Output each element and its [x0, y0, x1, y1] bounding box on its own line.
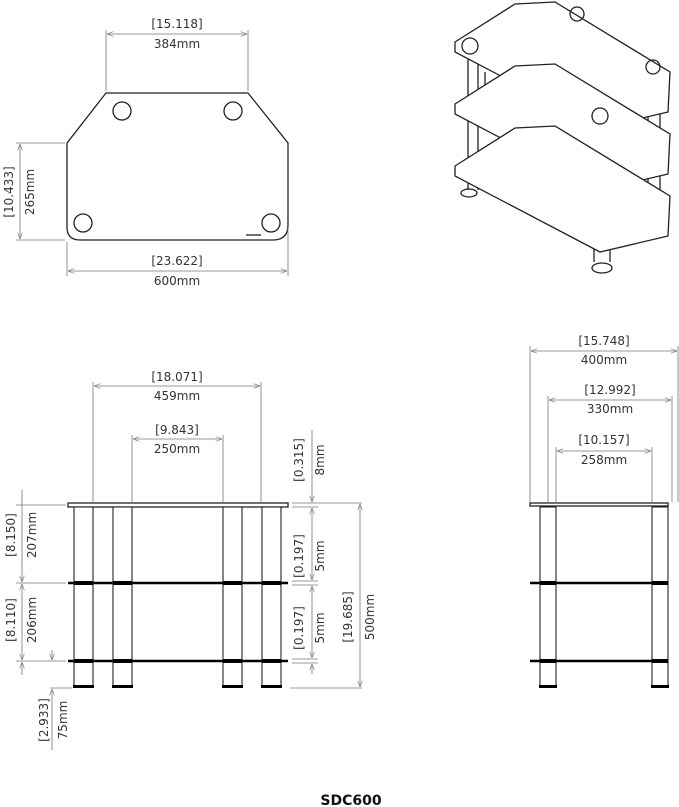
- dim-mid-depth-in: [12.992]: [584, 383, 635, 397]
- dim-lower-gap-in: [8.110]: [4, 598, 18, 642]
- dim-glass-mid-mm: 5mm: [313, 540, 327, 571]
- side-view: [15.748] 400mm [12.992] 330mm [10.157] 2…: [529, 334, 679, 688]
- dim-total-height-in: [19.685]: [341, 591, 355, 642]
- dim-foot-in: [2.933]: [37, 698, 51, 742]
- dim-total-height-mm: 500mm: [363, 594, 377, 640]
- dim-glass-bot-mm: 5mm: [313, 612, 327, 643]
- dim-width-mm: 600mm: [154, 274, 200, 288]
- foot: [112, 685, 133, 688]
- dim-upper-gap-in: [8.150]: [4, 513, 18, 557]
- dim-glass-bot-in: [0.197]: [292, 606, 306, 650]
- dim-depth-mm: 400mm: [581, 353, 627, 367]
- post-hole: [73, 213, 93, 233]
- dim-mid-depth-mm: 330mm: [587, 402, 633, 416]
- dim-side-height-mm: 265mm: [23, 169, 37, 215]
- foot: [261, 685, 282, 688]
- dim-upper-gap-mm: 207mm: [25, 512, 39, 558]
- post-hole: [112, 101, 132, 121]
- dim-depth-in: [15.748]: [578, 334, 629, 348]
- foot: [539, 685, 557, 688]
- top-view: [15.118] 384mm [10.433] 265mm [23.622] 6…: [2, 17, 289, 288]
- dim-post-depth-mm: 258mm: [581, 453, 627, 467]
- isometric-view: [454, 1, 671, 274]
- post-hole: [261, 213, 281, 233]
- post-hole: [223, 101, 243, 121]
- dim-top-width-mm: 384mm: [154, 37, 200, 51]
- model-title: SDC600: [320, 793, 381, 807]
- dim-inner-posts-in: [9.843]: [155, 423, 199, 437]
- dim-outer-posts-in: [18.071]: [151, 370, 202, 384]
- foot: [222, 685, 243, 688]
- iso-shelf: [454, 1, 671, 129]
- shelf-outline: [66, 92, 289, 241]
- dim-width-in: [23.622]: [151, 254, 202, 268]
- dim-foot-mm: 75mm: [56, 701, 70, 740]
- dim-glass-top-in: [0.315]: [292, 438, 306, 482]
- iso-shelf: [454, 63, 671, 191]
- dim-outer-posts-mm: 459mm: [154, 389, 200, 403]
- dim-post-depth-in: [10.157]: [578, 433, 629, 447]
- dim-side-height-in: [10.433]: [2, 166, 16, 217]
- dim-inner-posts-mm: 250mm: [154, 442, 200, 456]
- front-view: [18.071] 459mm [9.843] 250mm [8.150] 207…: [4, 370, 377, 750]
- foot: [73, 685, 94, 688]
- dim-top-width-in: [15.118]: [151, 17, 202, 31]
- dim-glass-top-mm: 8mm: [313, 444, 327, 475]
- dim-lower-gap-mm: 206mm: [25, 597, 39, 643]
- foot: [651, 685, 669, 688]
- dim-glass-mid-in: [0.197]: [292, 534, 306, 578]
- iso-shelf: [454, 125, 671, 253]
